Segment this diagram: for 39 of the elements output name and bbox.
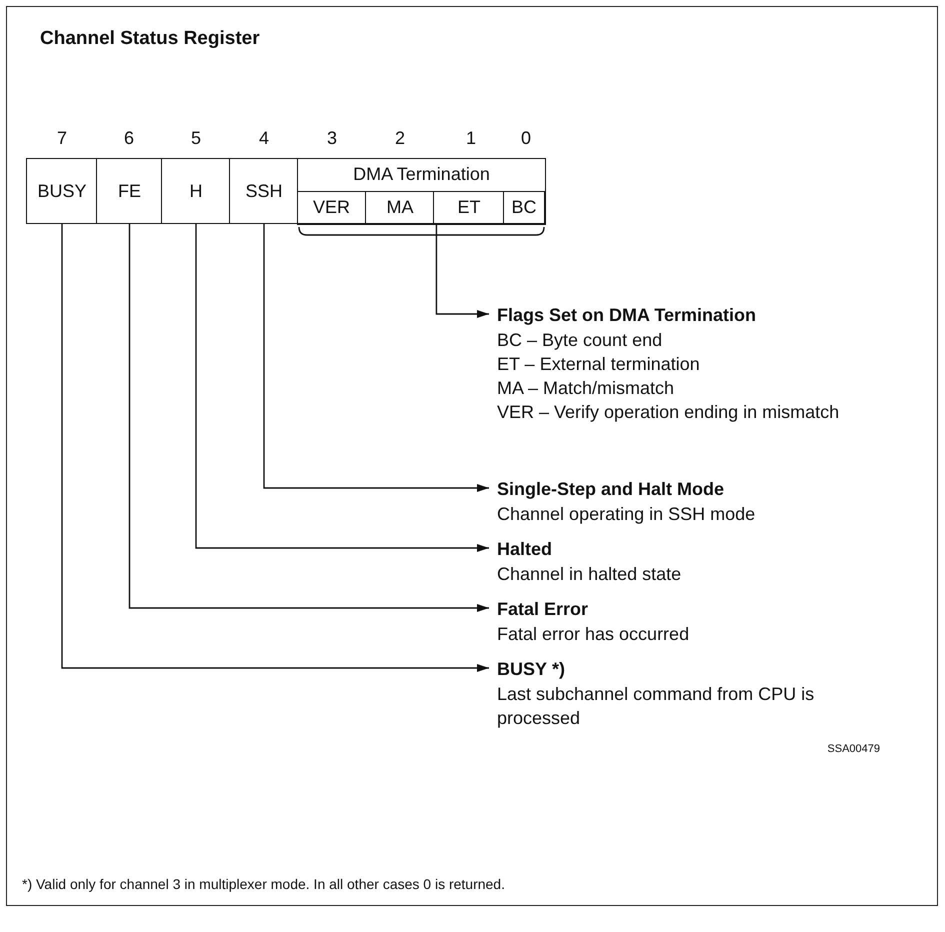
register-bit-field: VER: [296, 191, 366, 224]
description-text: Channel operating in SSH mode: [497, 503, 756, 526]
bit-number: 1: [464, 128, 477, 149]
description-heading: Halted: [497, 538, 554, 561]
register-bit-field: SSH: [229, 158, 299, 224]
footnote: *) Valid only for channel 3 in multiplexer mode. In all other cases 0 is returned.: [22, 876, 505, 892]
description-text: ET – External termination: [497, 353, 701, 376]
figure-code: SSA00479: [826, 743, 880, 755]
bit-number: 6: [122, 128, 135, 149]
description-heading: BUSY *): [497, 658, 566, 681]
arrow: [195, 224, 489, 552]
register-bit-field: BUSY: [26, 158, 98, 224]
bit-number: 7: [56, 128, 68, 149]
arrow: [263, 224, 489, 492]
group-heading: DMA Termination: [352, 164, 491, 185]
description-heading: Single-Step and Halt Mode: [497, 478, 726, 501]
register-bit-field: H: [161, 158, 231, 224]
arrow: [61, 224, 489, 672]
bit-number: 3: [326, 128, 338, 149]
register-bit-field: MA: [365, 191, 435, 224]
bit-number: 0: [520, 128, 532, 149]
register-bit-field: ET: [433, 191, 505, 224]
diagram-title: Channel Status Register: [40, 28, 260, 50]
description-text: Channel in halted state: [497, 563, 682, 586]
description-text: Last subchannel command from CPU is processed: [497, 683, 816, 730]
description-text: BC – Byte count end: [497, 329, 664, 352]
arrow: [436, 225, 489, 318]
description-heading: Fatal Error: [497, 598, 590, 621]
register-bit-group: [297, 158, 546, 225]
register-bit-field: BC: [503, 191, 545, 224]
bit-number: 2: [394, 128, 406, 149]
description-text: VER – Verify operation ending in mismatch: [497, 401, 840, 424]
description-text: MA – Match/mismatch: [497, 377, 676, 400]
bit-number: 4: [258, 128, 270, 149]
register-bit-field: FE: [96, 158, 163, 224]
bit-number: 5: [190, 128, 202, 149]
arrow: [128, 224, 489, 612]
description-heading: Flags Set on DMA Termination: [497, 304, 758, 327]
description-text: Fatal error has occurred: [497, 623, 690, 646]
